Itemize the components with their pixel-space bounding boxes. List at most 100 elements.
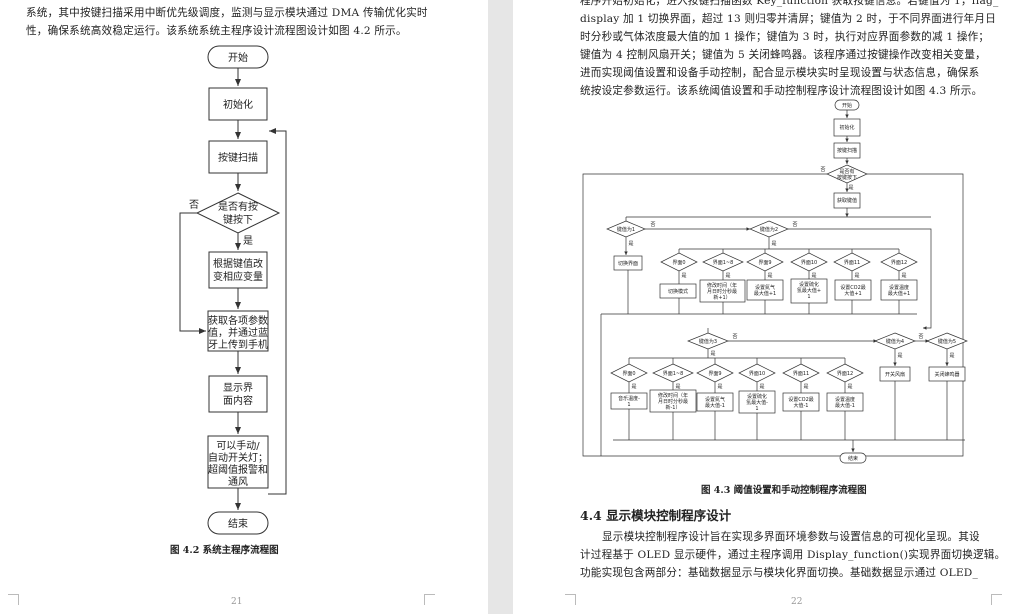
screen-label: 界面1~8	[713, 260, 734, 266]
key3-label: 键值为3	[699, 338, 717, 345]
no-label: 否	[650, 222, 655, 228]
yes-label: 是	[675, 384, 680, 390]
action-label: 新+1）	[713, 294, 730, 301]
yes-label: 是	[759, 384, 764, 390]
crop-mark	[424, 594, 435, 605]
action-label: 设置硫化	[747, 393, 767, 400]
change-var-label: 根据键值改	[213, 257, 263, 270]
yes-label: 是	[848, 185, 853, 191]
threshold-control-flowchart: 开始 初始化 按键扫描 是否有 按键按下 是 否 获取键值 键值为1 键值为2 …	[582, 99, 968, 464]
action-label: 设置温度	[835, 396, 855, 403]
decision-label: 键按下	[223, 213, 253, 226]
yes-label: 是	[628, 241, 633, 247]
yes-label: 是	[631, 384, 636, 390]
body-text-line: 系统，其中按键扫描采用中断优先级调度，监测与显示模块通过 DMA 传输优化实时	[26, 7, 428, 19]
body-text-line: 程序开始初始化，进入按键扫描函数 Key_function 获取按键信息。若键值…	[580, 0, 999, 7]
screen-label: 界面0	[672, 260, 685, 266]
yes-label: 是	[771, 241, 776, 247]
main-program-flowchart: 开始 初始化 按键扫描 是否有按 键按下 是 否 根据键值改 变相应变量 获取各…	[179, 45, 287, 535]
no-label: 否	[189, 199, 199, 211]
action-label: 修改时间（年	[658, 392, 688, 399]
no-label: 否	[792, 222, 797, 228]
yes-label: 是	[854, 273, 859, 279]
yes-label: 是	[717, 384, 722, 390]
action-label: 新-1）	[666, 404, 681, 411]
yes-label: 是	[803, 384, 808, 390]
page-21: 系统，其中按键扫描采用中断优先级调度，监测与显示模块通过 DMA 传输优化实时 …	[0, 0, 488, 614]
screen-label: 界面9	[708, 371, 721, 377]
change-variable-box	[208, 251, 268, 289]
crop-mark	[991, 594, 1002, 605]
decision-label: 是否有按	[218, 200, 258, 213]
action-label: 设置氮气	[705, 396, 725, 403]
action-label: 设置CO2最	[788, 396, 814, 403]
action-label: 设置温度	[889, 284, 909, 291]
end-terminal	[839, 452, 867, 464]
body-text-line: 性，确保系统高效稳定运行。该系统系统主程序设计流程图设计如图 4.2 所示。	[26, 25, 407, 37]
screen-label: 界面9	[758, 260, 771, 266]
switch-screen-label: 切换界面	[618, 260, 638, 267]
display-box	[208, 375, 268, 413]
manual-label: 自动开关灯；	[208, 451, 268, 464]
body-text-line: 显示模块控制程序设计旨在实现多界面环境参数与设置信息的可视化呈现。其设	[602, 531, 980, 543]
body-text-line: 功能实现包含两部分：基础数据显示与模块化界面切换。基础数据显示通过 OLED_	[580, 567, 979, 579]
action-label: 1	[755, 406, 758, 412]
yes-label: 是	[681, 273, 686, 279]
decision-label: 按键按下	[837, 174, 857, 181]
end-label: 结束	[848, 455, 858, 462]
decision-label: 是否有	[839, 168, 854, 175]
section-heading: 4.4 显示模块控制程序设计	[580, 508, 732, 523]
action-label: 大值+1	[844, 290, 861, 297]
buzzer-label: 关闭蜂鸣器	[934, 371, 959, 378]
screen-decisions-b	[610, 363, 864, 383]
screen-label: 界面12	[837, 371, 853, 377]
action-boxes-a	[659, 278, 918, 304]
no-label: 否	[820, 167, 825, 173]
yes-label: 是	[901, 273, 906, 279]
screen-label: 界面1~8	[663, 371, 684, 377]
acquire-params-box	[207, 310, 269, 352]
screen-label: 界面0	[622, 371, 635, 377]
action-label: 氢最大值-	[746, 399, 768, 406]
change-var-label: 变相应变量	[213, 270, 263, 283]
action-label: 切换模式	[668, 288, 688, 295]
action-label: 最大值-1	[705, 402, 725, 409]
init-label: 初始化	[223, 98, 253, 111]
key5-label: 键值为5	[938, 338, 956, 345]
key1-label: 键值为1	[617, 226, 635, 233]
body-text-line: 统按设定参数运行。该系统阈值设置和手动控制程序设计流程图设计如图 4.3 所示。	[580, 85, 983, 97]
key-pressed-decision	[195, 192, 281, 234]
scan-label: 按键扫描	[218, 151, 258, 164]
body-text-line: display 加 1 切换界面，超过 13 则归零并清屏；键值为 2 时，于不…	[580, 13, 997, 25]
action-label: 设置CO2最	[840, 284, 866, 291]
yes-label: 是	[243, 235, 253, 247]
init-label: 初始化	[839, 124, 854, 131]
no-label: 否	[918, 334, 923, 340]
yes-label: 是	[811, 273, 816, 279]
action-label: 修改时间（年	[707, 282, 737, 289]
acquire-label: 牙上传到手机	[208, 338, 268, 351]
action-label: 设置硫化	[799, 281, 819, 288]
action-label: 月日时分秒最	[658, 398, 688, 405]
body-text-line: 键值为 4 控制风扇开关；键值为 5 关闭蜂鸣器。该程序通过按键操作改变相关变量…	[580, 49, 986, 61]
scan-label: 按键扫描	[837, 147, 857, 154]
manual-control-box	[207, 435, 269, 489]
yes-label: 是	[847, 384, 852, 390]
action-label: 大值-1	[794, 402, 809, 409]
scan-box	[208, 140, 268, 174]
end-label: 结束	[228, 517, 248, 530]
manual-label: 超阈值报警和	[208, 463, 268, 476]
action-label: 1	[807, 294, 810, 300]
page-number: 22	[791, 597, 803, 607]
screen-label: 界面10	[749, 371, 765, 377]
action-boxes-b	[610, 389, 864, 414]
no-label: 否	[732, 334, 737, 340]
acquire-label: 值，并通过蓝	[208, 326, 268, 339]
action-label: 音乐温度-	[618, 395, 640, 402]
figure-caption: 图 4.3 阈值设置和手动控制程序流程图	[701, 485, 867, 496]
screen-label: 界面11	[844, 260, 860, 266]
display-label: 显示界	[223, 382, 253, 394]
key2-label: 键值为2	[760, 226, 778, 233]
fan-label: 开关风扇	[885, 371, 905, 378]
end-terminal	[207, 511, 269, 535]
